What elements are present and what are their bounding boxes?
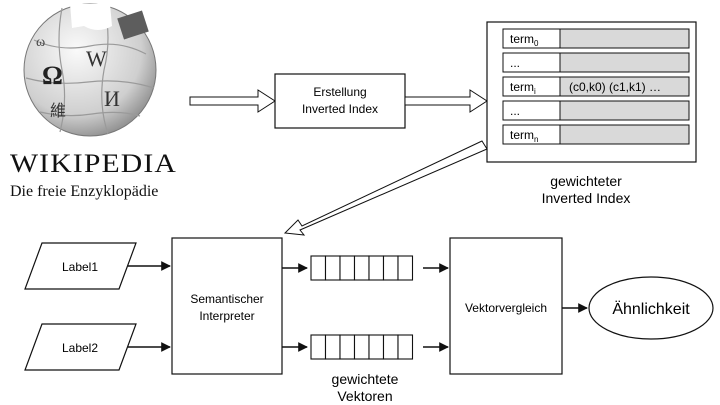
globe-glyph-omega: Ω bbox=[42, 61, 63, 90]
vector-bottom bbox=[310, 334, 414, 360]
build-index-line2: Inverted Index bbox=[302, 102, 378, 116]
vector-cell bbox=[310, 255, 327, 281]
index-value-cell bbox=[559, 52, 690, 73]
vector-cell bbox=[353, 255, 370, 281]
index-row: ... bbox=[502, 100, 690, 121]
wikipedia-logo: Ω W И 維 ω WIKIPEDIA Die freie Enzyklopäd… bbox=[10, 3, 177, 200]
index-caption-line2: Inverted Index bbox=[542, 190, 631, 206]
hollow-arrow-process-to-index bbox=[404, 89, 488, 113]
hollow-arrow-logo-to-process bbox=[189, 89, 276, 113]
build-index-box: Erstellung Inverted Index bbox=[274, 73, 406, 129]
index-value-cell bbox=[559, 76, 690, 97]
vector-cell bbox=[397, 255, 414, 281]
index-term-label: ... bbox=[510, 56, 520, 70]
input-label2: Label2 bbox=[24, 323, 137, 371]
vector-cell bbox=[368, 255, 385, 281]
index-term-label: term0 bbox=[510, 32, 539, 48]
vector-cell bbox=[397, 334, 414, 360]
build-index-line1: Erstellung bbox=[313, 85, 366, 99]
vector-cell bbox=[324, 334, 341, 360]
index-row: ... bbox=[502, 52, 690, 73]
semantic-interpreter-box: Semantischer Interpreter bbox=[171, 237, 283, 375]
globe-glyph-wei: 維 bbox=[50, 102, 66, 120]
index-term-label: termi bbox=[510, 80, 536, 96]
globe-glyph-w: W bbox=[86, 46, 107, 71]
similarity-label: Ähnlichkeit bbox=[612, 300, 690, 318]
index-row: term0 bbox=[502, 28, 690, 49]
index-term-label: termn bbox=[510, 128, 538, 144]
vectors-caption-line1: gewichtete bbox=[332, 371, 399, 387]
index-row: termi (c0,k0) (c1,k1) … bbox=[502, 76, 690, 97]
globe-glyph-small-omega: ω bbox=[36, 35, 45, 50]
inverted-index-table: term0... termi (c0,k0) (c1,k1) …... termn bbox=[486, 21, 697, 163]
vector-cell bbox=[339, 255, 356, 281]
vector-cell bbox=[382, 255, 399, 281]
wikipedia-tagline: Die freie Enzyklopädie bbox=[10, 183, 158, 200]
similarity-result: Ähnlichkeit bbox=[588, 276, 714, 340]
puzzle-globe-icon: Ω W И 維 ω bbox=[23, 3, 157, 137]
index-term-label: ... bbox=[510, 104, 520, 118]
vector-cell bbox=[324, 255, 341, 281]
vector-cell bbox=[310, 334, 327, 360]
index-posting-list: (c0,k0) (c1,k1) … bbox=[569, 80, 661, 94]
vector-comparison-box: Vektorvergleich bbox=[449, 237, 563, 375]
index-caption-line1: gewichteter bbox=[550, 173, 622, 189]
vectors-caption-line2: Vektoren bbox=[337, 388, 392, 404]
interpreter-line1: Semantischer bbox=[190, 292, 263, 306]
input-label1-text: Label1 bbox=[62, 260, 98, 274]
vector-top bbox=[310, 255, 414, 281]
index-value-cell bbox=[559, 124, 690, 145]
comparison-label: Vektorvergleich bbox=[465, 301, 547, 315]
vector-cell bbox=[368, 334, 385, 360]
vector-cell bbox=[339, 334, 356, 360]
hollow-arrow-index-to-interpreter bbox=[283, 140, 488, 236]
interpreter-line2: Interpreter bbox=[199, 309, 254, 323]
globe-glyph-i: И bbox=[104, 86, 120, 111]
index-value-cell bbox=[559, 100, 690, 121]
vector-cell bbox=[382, 334, 399, 360]
input-label1: Label1 bbox=[24, 242, 137, 290]
wikipedia-wordmark: WIKIPEDIA bbox=[10, 149, 177, 178]
input-label2-text: Label2 bbox=[62, 341, 98, 355]
index-value-cell bbox=[559, 28, 690, 49]
index-row: termn bbox=[502, 124, 690, 145]
vector-cell bbox=[353, 334, 370, 360]
